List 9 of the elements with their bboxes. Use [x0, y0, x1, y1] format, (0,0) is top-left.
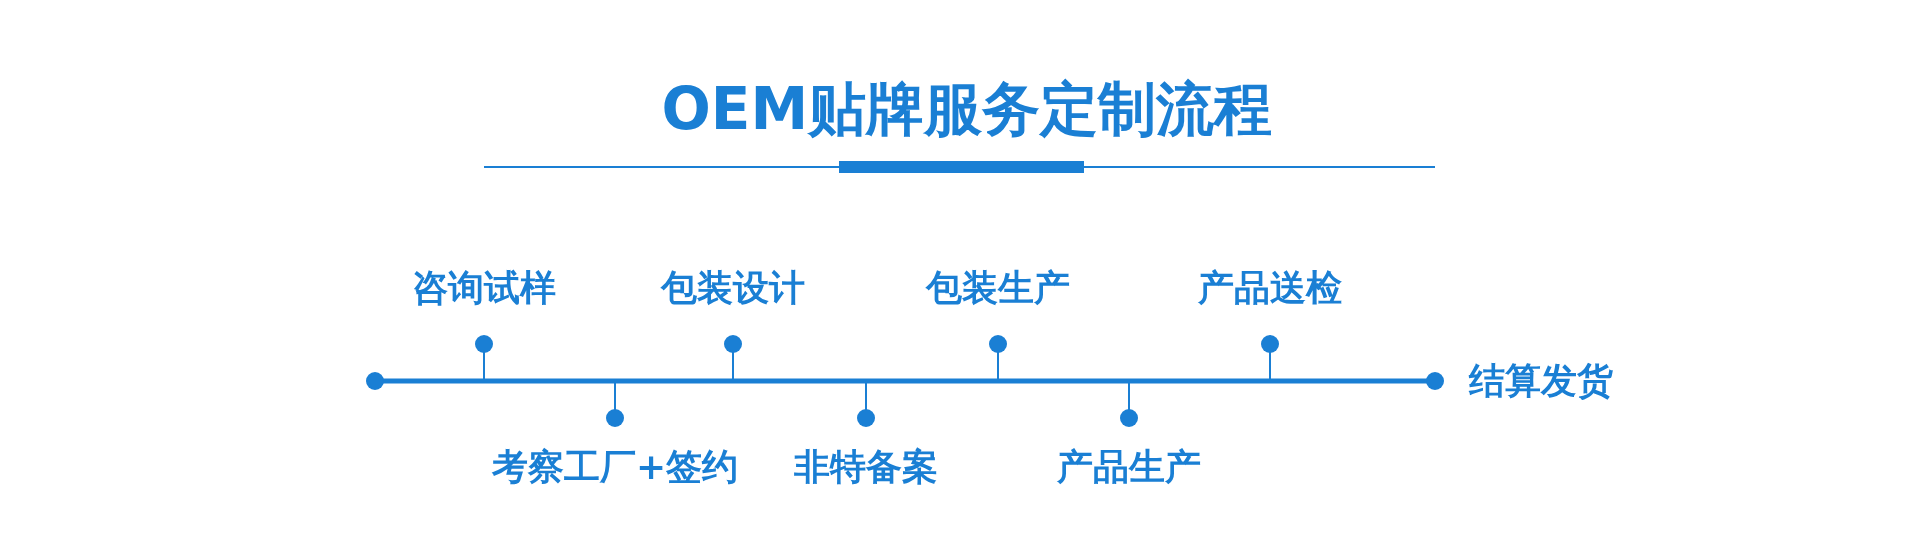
step-label: 包装设计	[661, 265, 805, 310]
step-label: 考察工厂+签约	[492, 444, 739, 489]
step-label: 非特备案	[794, 444, 938, 489]
step-label: 咨询试样	[412, 265, 556, 310]
title: OEM贴牌服务定制流程	[661, 74, 1273, 145]
step-label: 产品送检	[1198, 265, 1342, 310]
step-label: 结算发货	[1469, 358, 1613, 403]
step-label: 包装生产	[926, 265, 1070, 310]
step-label: 产品生产	[1057, 444, 1201, 489]
